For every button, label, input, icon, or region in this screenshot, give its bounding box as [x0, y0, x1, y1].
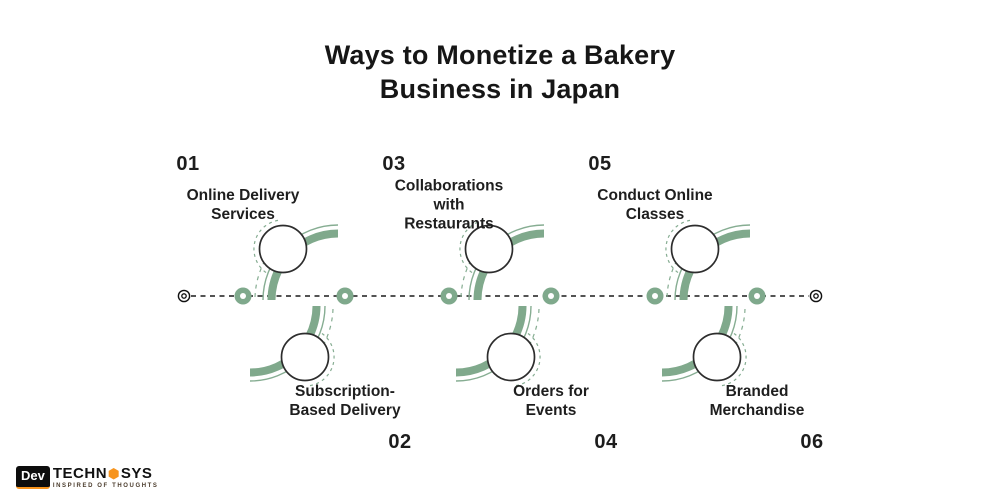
hexagon-gear-icon: ⬢: [108, 466, 120, 481]
devtechnosys-logo: Dev TECHN⬢SYS INSPIRED OF THOUGHTS: [16, 466, 159, 489]
item-label: Conduct Online Classes: [597, 187, 713, 223]
title-line-2: Business in Japan: [379, 74, 621, 104]
monetize-item-06: 06 Branded Merchandise: [662, 306, 852, 496]
timeline: [177, 287, 823, 305]
logo-name: TECHN⬢SYS: [52, 465, 153, 482]
timeline-left-target-icon: [177, 289, 191, 303]
item-label: Branded Merchandise: [709, 383, 805, 419]
page-title: Ways to Monetize a Bakery Business in Ja…: [0, 38, 1000, 106]
timeline-node-dots: [234, 287, 766, 305]
timeline-right-target-icon: [809, 289, 823, 303]
monetize-item-03: 03 Collaborations with Restaurants: [354, 110, 544, 300]
item-number-badge: 02: [388, 430, 412, 453]
title-line-1: Ways to Monetize a Bakery: [0, 38, 1000, 72]
title-line1-bold: Bakery: [584, 40, 676, 70]
title-line1-regular: Ways to Monetize a: [324, 40, 585, 70]
item-label: Online Delivery Services: [186, 187, 300, 223]
logo-tagline: INSPIRED OF THOUGHTS: [52, 483, 159, 489]
item-number-badge: 05: [588, 152, 612, 175]
item-number-badge: 03: [382, 152, 406, 175]
item-label: Orders for Events: [513, 383, 589, 419]
monetize-item-01: 01 Online Delivery Services: [148, 110, 338, 300]
monetize-item-02: 02 Subscription- Based Delivery: [250, 306, 440, 496]
item-label: Subscription- Based Delivery: [289, 383, 401, 419]
monetize-item-05: 05 Conduct Online Classes: [560, 110, 750, 300]
logo-dev-box: Dev: [16, 466, 50, 489]
item-number-badge: 06: [800, 430, 824, 453]
monetize-item-04: 04 Orders for Events: [456, 306, 646, 496]
item-label: Collaborations with Restaurants: [394, 177, 504, 233]
item-number-badge: 04: [594, 430, 618, 453]
item-number-badge: 01: [176, 152, 200, 175]
